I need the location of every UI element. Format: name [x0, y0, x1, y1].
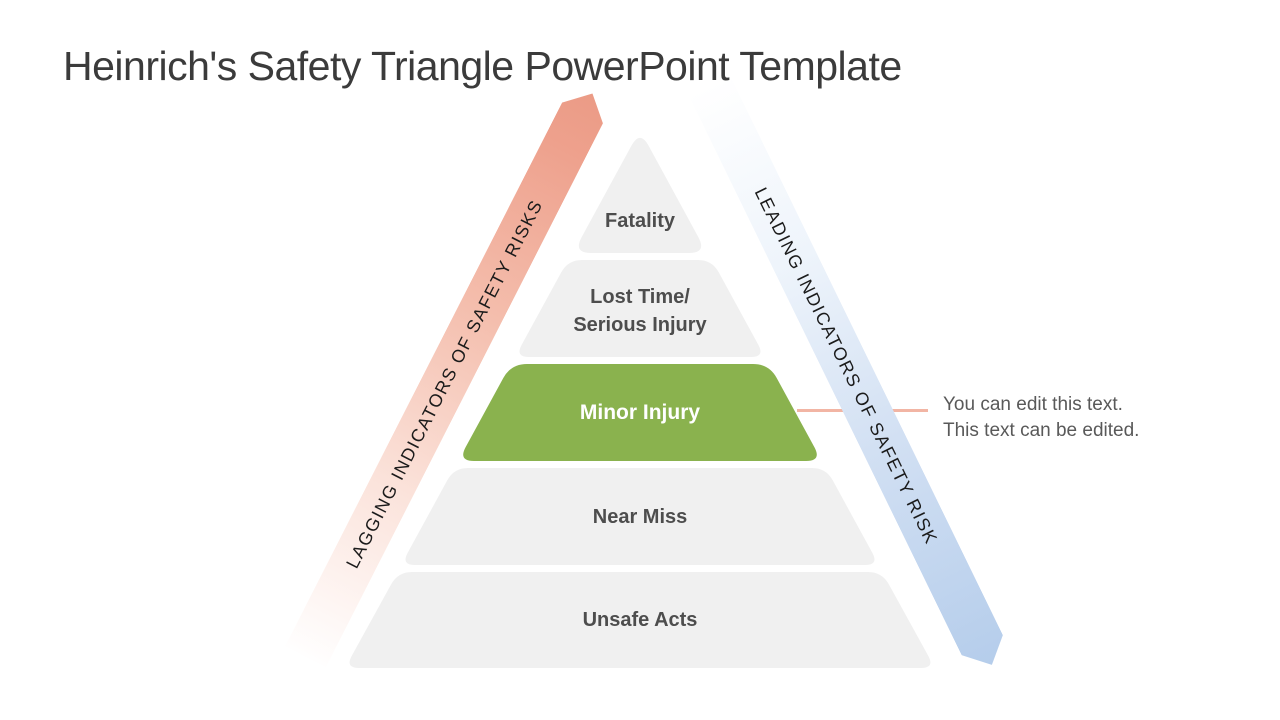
callout-text[interactable]: You can edit this text. This text can be… — [943, 394, 1140, 441]
pyramid-level-unsafe-acts[interactable] — [349, 572, 931, 668]
pyramid-level-lost-time[interactable] — [519, 260, 761, 357]
slide-title[interactable]: Heinrich's Safety Triangle PowerPoint Te… — [63, 43, 902, 89]
pyramid-level-near-miss[interactable] — [405, 468, 875, 565]
pyramid-level-minor-injury[interactable] — [463, 364, 817, 461]
pyramid-level-fatality[interactable] — [578, 137, 702, 253]
